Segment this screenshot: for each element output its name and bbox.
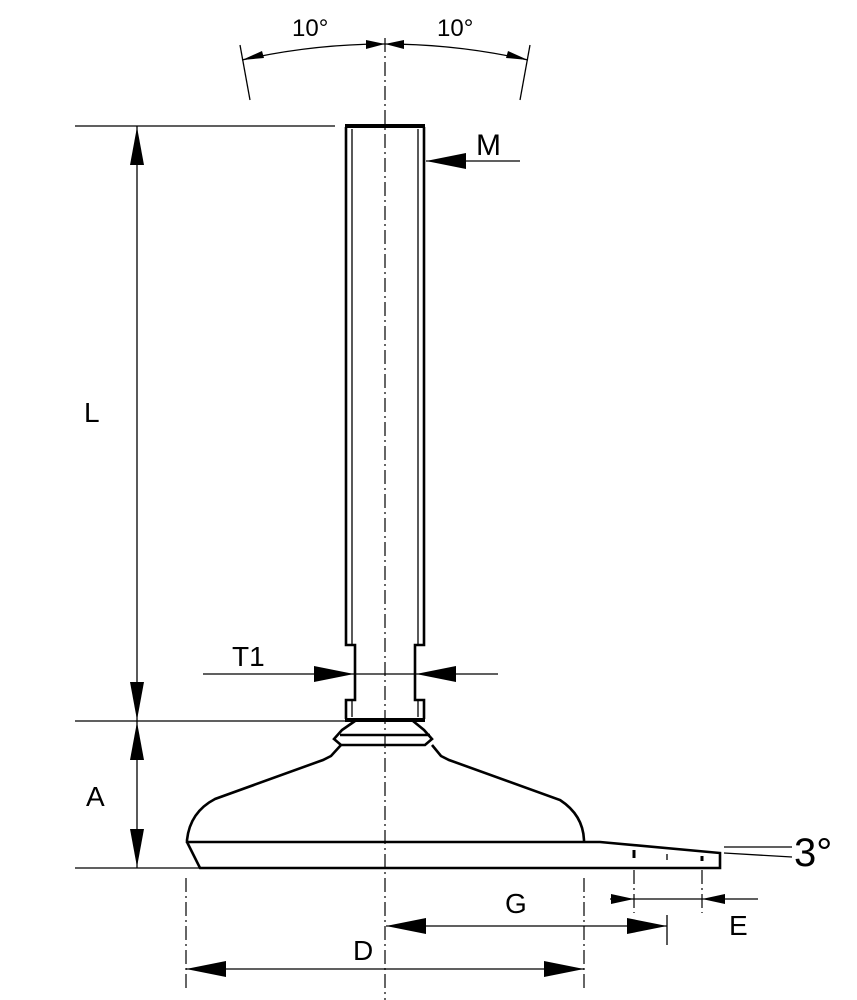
dimension-E: E — [610, 894, 758, 941]
angle-right-label: 10° — [437, 15, 473, 42]
T1-label: T1 — [232, 641, 265, 672]
base-left-profile — [185, 744, 342, 843]
arrowhead-icon — [416, 666, 456, 682]
dimension-L: L — [75, 125, 345, 868]
tilt-label: 3° — [794, 831, 832, 875]
swivel-angle-dimension: 10° 10° — [239, 15, 531, 101]
arrowhead-icon — [385, 40, 404, 49]
D-label: D — [353, 935, 373, 966]
dimension-G: G — [386, 888, 667, 934]
dimension-M: M — [426, 129, 520, 169]
arrowhead-icon — [426, 153, 466, 169]
stem-right-outline — [413, 127, 426, 719]
arrowhead-icon — [186, 961, 226, 977]
L-label: L — [84, 397, 100, 428]
ball-joint — [332, 719, 434, 747]
arrowhead-icon — [611, 894, 634, 904]
base-right-profile — [430, 744, 586, 843]
angle-left-extension — [239, 44, 251, 101]
M-label: M — [476, 129, 501, 162]
joint-collar — [332, 719, 434, 747]
arrowhead-icon — [702, 894, 725, 904]
swivel-base — [185, 744, 722, 870]
arrowhead-icon — [314, 666, 354, 682]
angle-right-extension — [519, 44, 531, 101]
dimension-D: D — [186, 935, 584, 977]
base-flange-outline — [185, 840, 722, 870]
arrowhead-icon — [506, 51, 528, 60]
angle-left-label: 10° — [292, 15, 328, 42]
arrowhead-icon — [386, 918, 426, 934]
threaded-stem — [344, 124, 426, 722]
G-label: G — [505, 888, 527, 919]
arrowhead-icon — [242, 51, 264, 60]
dimension-A: A — [75, 722, 200, 869]
arrowhead-icon — [130, 722, 144, 760]
dimension-T1: T1 — [203, 641, 498, 682]
arrowhead-icon — [130, 127, 144, 165]
E-label: E — [729, 910, 748, 941]
dimension-tilt: 3° — [723, 831, 832, 875]
arrowhead-icon — [366, 40, 385, 49]
arrowhead-icon — [130, 682, 144, 720]
tilt-angle-line — [723, 852, 793, 858]
arrowhead-icon — [627, 918, 667, 934]
arrowhead-icon — [130, 829, 144, 867]
A-label: A — [86, 781, 105, 812]
arrowhead-icon — [544, 961, 584, 977]
stem-left-outline — [344, 127, 357, 719]
